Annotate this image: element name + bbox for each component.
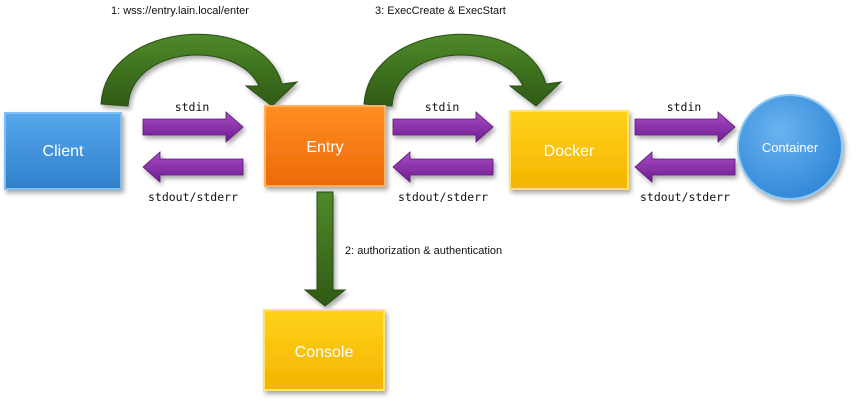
entry-node: Entry [264, 105, 386, 187]
container-label: Container [762, 140, 819, 155]
step2-label: 2: authorization & authentication [345, 245, 502, 257]
stdout-arrow-entry-client [142, 151, 244, 183]
stdin-arrow-docker-container [634, 111, 736, 143]
flow-arrow-step1 [100, 33, 299, 107]
stdin-label-1: stdin [175, 100, 210, 114]
docker-label: Docker [544, 143, 595, 160]
stdout-arrow-container-docker [634, 151, 736, 183]
stdin-label-3: stdin [667, 100, 702, 114]
flow-arrow-step3 [363, 33, 563, 107]
flow-arrow-step2 [303, 191, 347, 307]
stdout-label-2: stdout/stderr [398, 190, 488, 204]
stdout-label-1: stdout/stderr [148, 190, 238, 204]
stdin-arrow-entry-docker [392, 111, 494, 143]
container-node: Container [737, 94, 843, 200]
console-node: Console [263, 309, 385, 391]
client-label: Client [43, 143, 84, 160]
console-label: Console [295, 344, 354, 361]
entry-label: Entry [306, 139, 343, 156]
step3-label: 3: ExecCreate & ExecStart [375, 5, 506, 17]
stdout-arrow-docker-entry [392, 151, 494, 183]
docker-node: Docker [509, 110, 629, 190]
step1-label: 1: wss://entry.lain.local/enter [111, 5, 249, 17]
stdin-label-2: stdin [425, 100, 460, 114]
stdout-label-3: stdout/stderr [640, 190, 730, 204]
stdin-arrow-client-entry [142, 111, 244, 143]
client-node: Client [4, 112, 122, 190]
